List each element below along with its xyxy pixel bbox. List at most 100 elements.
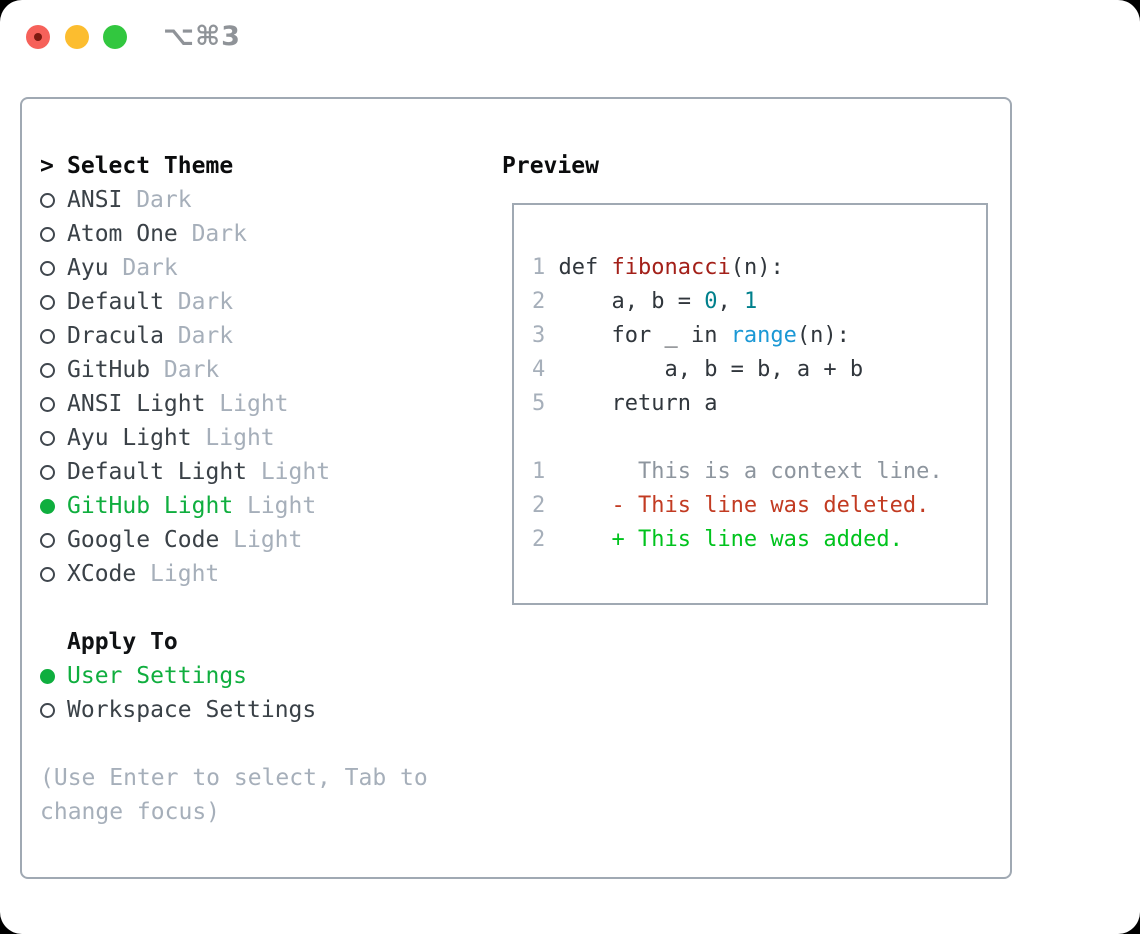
code-token-fn: fibonacci [611,255,731,280]
radio-unselected-icon [40,430,55,446]
code-token-p: a, b = b, a + b [558,357,864,382]
option-label: Ayu [67,255,109,281]
zoom-button[interactable] [103,25,127,49]
diff-text-added: + This line was added. [558,527,903,552]
line-number: 3 [532,323,559,348]
radio-unselected-icon [40,464,55,480]
option-label: Atom One [67,221,178,247]
option-label: ANSI [67,187,123,213]
option-label: GitHub [67,357,151,383]
code-line: 4 a, b = b, a + b [532,353,986,387]
theme-variant-tag: Dark [177,289,234,315]
theme-item[interactable]: GitHub Light Light [40,489,480,523]
radio-unselected-icon [40,328,55,344]
radio-selected-icon [40,498,55,514]
theme-variant-tag: Dark [163,357,220,383]
option-label: Default [67,289,164,315]
code-line: 2 a, b = 0, 1 [532,285,986,319]
option-label: Google Code [67,527,220,553]
code-line: 1 def fibonacci(n): [532,251,986,285]
line-number: 1 [532,255,559,280]
option-label: User Settings [67,663,248,689]
theme-variant-tag: Light [246,493,317,519]
theme-variant-tag: Light [260,459,331,485]
help-text-line-1: (Use Enter to select, Tab to [40,765,428,791]
code-token-p: a, b = [558,289,705,314]
list-title: Select Theme [67,153,234,179]
theme-variant-tag: Light [219,391,289,417]
apply-to-title: Apply To [67,629,178,655]
apply-to-option[interactable]: Workspace Settings [40,693,480,727]
radio-unselected-icon [40,226,55,242]
theme-variant-tag: Dark [191,221,247,247]
theme-item[interactable]: Dracula Dark [40,319,480,353]
apply-to-option[interactable]: User Settings [40,659,480,693]
code-token-bi: range [730,323,797,348]
theme-item[interactable]: Ayu Light Light [40,421,480,455]
diff-line: 2 + This line was added. [532,523,986,557]
line-number: 2 [532,527,559,552]
theme-variant-tag: Light [205,425,275,451]
theme-variant-tag: Dark [136,187,192,213]
line-number: 2 [532,289,559,314]
option-label: GitHub Light [67,493,234,519]
spacer [40,727,480,761]
theme-variant-tag: Dark [122,255,178,281]
radio-unselected-icon [40,362,55,378]
code-line: 5 return a [532,387,986,421]
radio-unselected-icon [40,532,55,548]
select-theme-header: > Select Theme [40,149,480,183]
radio-selected-icon [40,668,55,684]
code-token-p: (n): [796,323,850,348]
theme-variant-tag: Dark [177,323,234,349]
line-number: 5 [532,391,559,416]
radio-unselected-icon [40,702,55,718]
option-label: ANSI Light [67,391,206,417]
apply-to-header: Apply To [40,625,480,659]
prompt-icon: > [40,153,54,179]
window-shortcut-label: ⌥⌘3 [163,21,241,52]
diff-text-context: This is a context line. [558,459,943,484]
theme-item[interactable]: Atom One Dark [40,217,480,251]
spacer [40,591,480,625]
line-number: 2 [532,493,559,518]
theme-item[interactable]: Google Code Light [40,523,480,557]
theme-variant-tag: Light [150,561,220,587]
radio-unselected-icon [40,192,55,208]
diff-line: 2 - This line was deleted. [532,489,986,523]
code-token-num: 0 [704,289,718,314]
option-label: XCode [67,561,137,587]
code-token-p: return a [558,391,718,416]
line-number: 4 [532,357,559,382]
radio-unselected-icon [40,396,55,412]
close-button[interactable] [26,25,50,49]
option-label: Dracula [67,323,164,349]
theme-item[interactable]: ANSI Dark [40,183,480,217]
code-line: 3 for _ in range(n): [532,319,986,353]
theme-item[interactable]: GitHub Dark [40,353,480,387]
theme-item[interactable]: ANSI Light Light [40,387,480,421]
theme-variant-tag: Light [233,527,303,553]
code-token-num: 1 [743,289,758,314]
radio-unselected-icon [40,260,55,276]
code-token-p: (n): [730,255,784,280]
title-bar: ⌥⌘3 [0,0,1140,74]
theme-item[interactable]: XCode Light [40,557,480,591]
theme-item[interactable]: Ayu Dark [40,251,480,285]
blank-line [532,421,986,455]
code-token-p: for _ in [558,323,731,348]
option-label: Workspace Settings [67,697,317,723]
diff-line: 1 This is a context line. [532,455,986,489]
theme-item[interactable]: Default Dark [40,285,480,319]
line-number: 1 [532,459,559,484]
preview-title: Preview [502,153,599,179]
code-token-p: , [717,289,744,314]
option-label: Ayu Light [67,425,192,451]
minimize-button[interactable] [65,25,89,49]
